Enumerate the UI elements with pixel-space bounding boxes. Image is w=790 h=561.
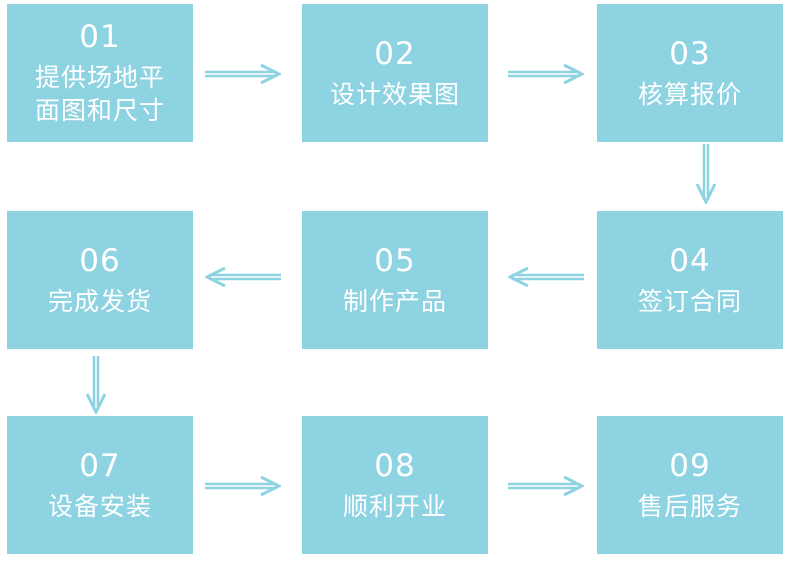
- step-number: 02: [374, 35, 416, 72]
- step-06-box: 06 完成发货: [7, 211, 193, 349]
- arrow-right-icon: [205, 64, 281, 84]
- arrow-right-icon: [508, 64, 584, 84]
- arrow-right-icon: [508, 476, 584, 496]
- step-label: 设计效果图: [329, 79, 460, 109]
- arrow-left-icon: [205, 267, 281, 287]
- step-label: 制作产品: [342, 286, 447, 316]
- step-number: 07: [79, 447, 121, 484]
- arrow-down-icon: [86, 356, 106, 414]
- step-number: 04: [669, 242, 711, 279]
- step-label: 核算报价: [637, 79, 742, 109]
- step-04-box: 04 签订合同: [597, 211, 783, 349]
- step-05-box: 05 制作产品: [302, 211, 488, 349]
- step-number: 09: [669, 447, 711, 484]
- step-02-box: 02 设计效果图: [302, 4, 488, 142]
- step-03-box: 03 核算报价: [597, 4, 783, 142]
- step-07-box: 07 设备安装: [7, 416, 193, 554]
- step-08-box: 08 顺利开业: [302, 416, 488, 554]
- step-number: 06: [79, 242, 121, 279]
- step-label: 设备安装: [47, 491, 152, 521]
- step-number: 03: [669, 35, 711, 72]
- step-number: 08: [374, 447, 416, 484]
- step-number: 01: [79, 19, 121, 55]
- arrow-down-icon: [696, 144, 716, 204]
- step-09-box: 09 售后服务: [597, 416, 783, 554]
- arrow-right-icon: [205, 476, 281, 496]
- step-01-box: 01 提供场地平 面图和尺寸: [7, 4, 193, 142]
- step-number: 05: [374, 242, 416, 279]
- arrow-left-icon: [508, 267, 584, 287]
- step-label: 提供场地平 面图和尺寸: [34, 63, 165, 125]
- step-label: 售后服务: [637, 491, 742, 521]
- step-label: 顺利开业: [342, 491, 447, 521]
- step-label: 完成发货: [47, 286, 152, 316]
- step-label: 签订合同: [637, 286, 742, 316]
